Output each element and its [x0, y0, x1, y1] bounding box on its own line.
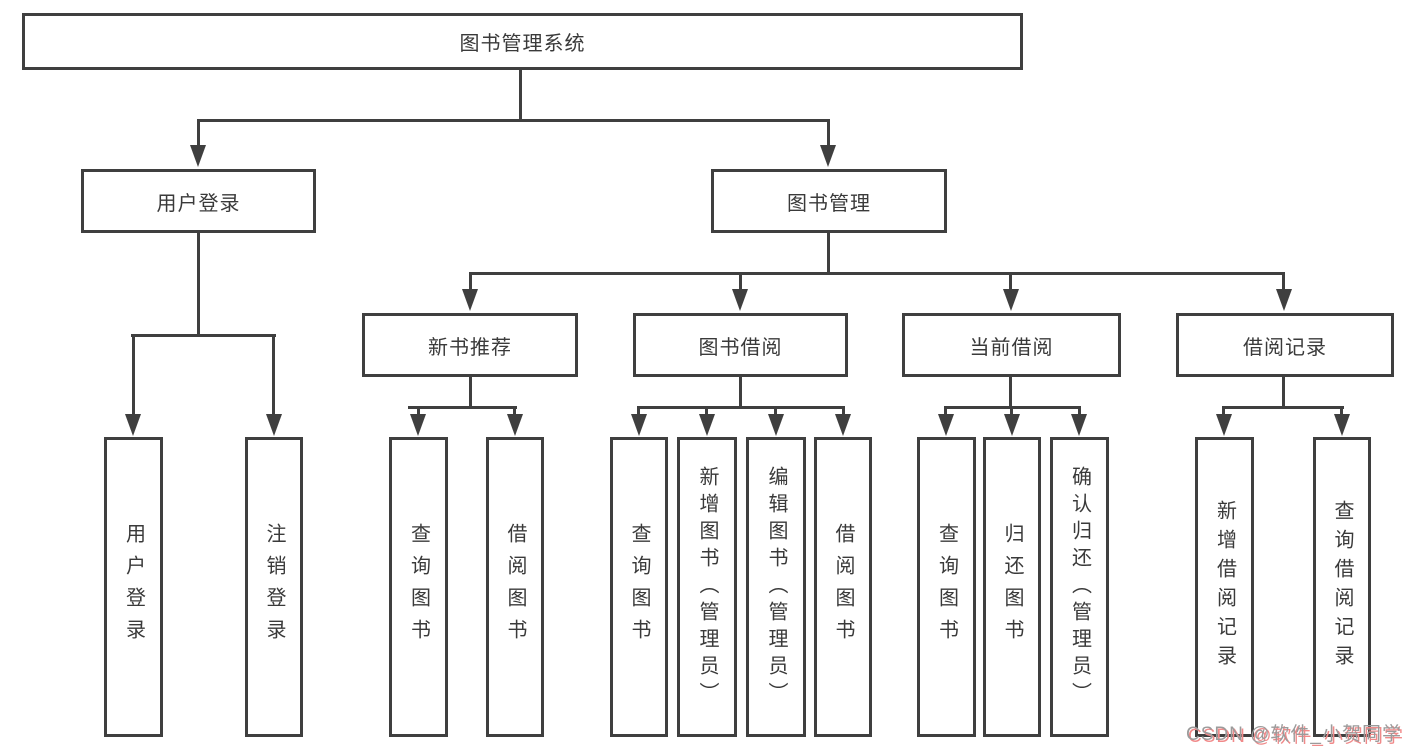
leaf-label: 确认归还（管理员）: [1068, 465, 1091, 709]
csdn-watermark: CSDN @软件_小贺同学: [1186, 724, 1402, 745]
connector-drop: [272, 334, 275, 418]
connector-user-login-stem: [197, 233, 200, 334]
arrow-down-icon: [835, 414, 851, 436]
connector-bar: [1222, 406, 1344, 409]
connector-drop: [1282, 272, 1285, 293]
node-label: 图书借阅: [698, 336, 783, 359]
connector-drop: [1222, 406, 1225, 418]
arrow-down-icon: [1003, 289, 1019, 311]
arrow-down-icon: [1334, 414, 1350, 436]
connector-drop: [1340, 406, 1343, 418]
connector-root-stem: [519, 70, 522, 122]
node-label: 图书管理: [787, 192, 871, 215]
leaf-logout: 注销登录: [245, 437, 303, 737]
arrow-down-icon: [507, 414, 523, 436]
leaf-label: 查询图书: [628, 523, 650, 651]
connector-user-login-bar: [131, 334, 276, 337]
connector-drop: [944, 406, 947, 418]
arrow-down-icon: [462, 289, 478, 311]
node-label: 当前借阅: [969, 336, 1054, 359]
node-label: 用户登录: [156, 192, 241, 215]
leaf-user-login: 用户登录: [104, 437, 163, 737]
connector-drop: [1078, 406, 1081, 418]
arrow-down-icon: [410, 414, 426, 436]
leaf-add-books-admin: 新增图书（管理员）: [677, 437, 737, 737]
arrow-down-icon: [266, 414, 282, 436]
connector-drop: [739, 272, 742, 293]
arrow-down-icon: [190, 145, 206, 167]
arrow-down-icon: [732, 289, 748, 311]
leaf-label: 归还图书: [1001, 523, 1023, 651]
connector-drop: [842, 406, 845, 418]
connector-level2-bar: [197, 119, 830, 122]
arrow-down-icon: [1216, 414, 1232, 436]
arrow-down-icon: [1004, 414, 1020, 436]
connector-drop: [513, 406, 516, 418]
connector-drop: [1009, 272, 1012, 293]
leaf-borrow-books: 借阅图书: [814, 437, 872, 737]
connector-stem: [739, 377, 742, 406]
node-user-login: 用户登录: [81, 169, 316, 233]
arrow-down-icon: [631, 414, 647, 436]
node-label: 借阅记录: [1243, 336, 1327, 359]
node-book-borrow: 图书借阅: [633, 313, 848, 377]
node-label: 图书管理系统: [459, 33, 586, 55]
arrow-down-icon: [768, 414, 784, 436]
arrow-down-icon: [125, 414, 141, 436]
leaf-edit-books-admin: 编辑图书（管理员）: [746, 437, 806, 737]
connector-drop-book-management: [827, 119, 830, 149]
arrow-down-icon: [699, 414, 715, 436]
leaf-label: 新增图书（管理员）: [696, 465, 718, 709]
node-new-book-recommend: 新书推荐: [362, 313, 578, 377]
connector-drop: [417, 406, 420, 418]
node-borrow-records: 借阅记录: [1176, 313, 1394, 377]
connector-stem: [1009, 377, 1012, 406]
connector-drop: [637, 406, 640, 418]
leaf-label: 借阅图书: [832, 523, 854, 651]
connector-drop: [774, 406, 777, 418]
leaf-label: 编辑图书（管理员）: [765, 465, 787, 709]
node-current-borrow: 当前借阅: [902, 313, 1121, 377]
leaf-label: 注销登录: [263, 523, 285, 651]
leaf-query-books: 查询图书: [917, 437, 976, 737]
connector-drop-user-login: [197, 119, 200, 149]
connector-drop: [132, 334, 135, 418]
leaf-label: 借阅图书: [504, 523, 526, 651]
node-library-management-system: 图书管理系统: [22, 13, 1023, 70]
connector-level3-bar: [469, 272, 1285, 275]
leaf-label: 用户登录: [122, 523, 145, 651]
leaf-confirm-return-admin: 确认归还（管理员）: [1050, 437, 1109, 737]
arrow-down-icon: [1276, 289, 1292, 311]
leaf-label: 新增借阅记录: [1213, 500, 1236, 674]
arrow-down-icon: [938, 414, 954, 436]
connector-stem: [469, 377, 472, 406]
leaf-return-books: 归还图书: [983, 437, 1041, 737]
leaf-label: 查询借阅记录: [1331, 500, 1353, 674]
connector-drop: [705, 406, 708, 418]
leaf-label: 查询图书: [407, 523, 430, 651]
arrow-down-icon: [1071, 414, 1087, 436]
arrow-down-icon: [820, 145, 836, 167]
connector-bar: [637, 406, 845, 409]
node-book-management: 图书管理: [711, 169, 947, 233]
leaf-add-borrow-record: 新增借阅记录: [1195, 437, 1254, 737]
leaf-query-borrow-record: 查询借阅记录: [1313, 437, 1371, 737]
connector-drop: [1010, 406, 1013, 418]
connector-drop: [469, 272, 472, 293]
node-label: 新书推荐: [428, 336, 512, 359]
leaf-query-books: 查询图书: [610, 437, 668, 737]
leaf-label: 查询图书: [935, 523, 958, 651]
connector-book-management-stem: [827, 233, 830, 274]
leaf-query-books: 查询图书: [389, 437, 448, 737]
connector-stem: [1282, 377, 1285, 406]
leaf-borrow-books: 借阅图书: [486, 437, 544, 737]
connector-bar: [408, 406, 517, 409]
